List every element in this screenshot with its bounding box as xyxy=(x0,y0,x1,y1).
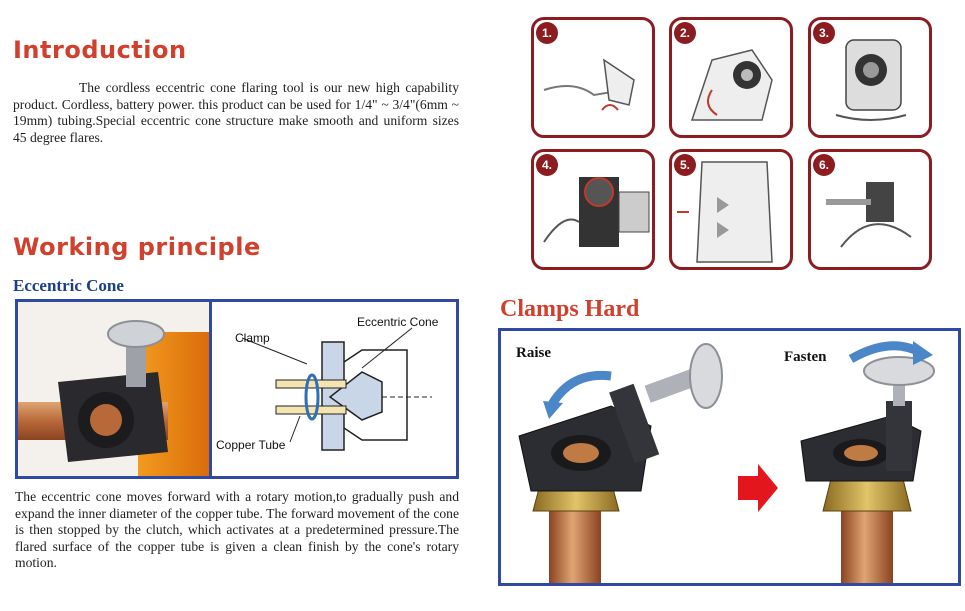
step-1-panel: 1. xyxy=(531,17,655,138)
step-1-badge: 1. xyxy=(536,22,558,44)
step-5-panel: 5. xyxy=(669,149,793,270)
clamps-hard-figure: Raise Fasten xyxy=(498,328,961,586)
working-principle-heading: Working principle xyxy=(13,233,261,261)
step-3-panel: 3. xyxy=(808,17,932,138)
eccentric-cone-schematic: Clamp Eccentric Cone Copper Tube xyxy=(212,302,456,476)
clamps-hard-heading: Clamps Hard xyxy=(500,296,640,322)
flaring-tool-photo xyxy=(18,302,209,476)
step-2-panel: 2. xyxy=(669,17,793,138)
copper-tube-label: Copper Tube xyxy=(216,438,286,452)
introduction-heading: Introduction xyxy=(13,36,187,64)
step-4-badge: 4. xyxy=(536,154,558,176)
raise-label: Raise xyxy=(516,345,551,361)
step-3-badge: 3. xyxy=(813,22,835,44)
step-6-panel: 6. xyxy=(808,149,932,270)
eccentric-cone-subheading: Eccentric Cone xyxy=(13,276,124,295)
working-principle-figure: Clamp Eccentric Cone Copper Tube xyxy=(15,299,459,479)
step-6-badge: 6. xyxy=(813,154,835,176)
eccentric-cone-label: Eccentric Cone xyxy=(357,315,439,329)
fasten-label: Fasten xyxy=(784,349,827,365)
step-5-badge: 5. xyxy=(674,154,696,176)
step-2-badge: 2. xyxy=(674,22,696,44)
working-principle-text: The eccentric cone moves forward with a … xyxy=(15,489,459,570)
clamp-label: Clamp xyxy=(235,331,270,345)
step-4-panel: 4. xyxy=(531,149,655,270)
introduction-text: The cordless eccentric cone flaring tool… xyxy=(13,80,459,145)
